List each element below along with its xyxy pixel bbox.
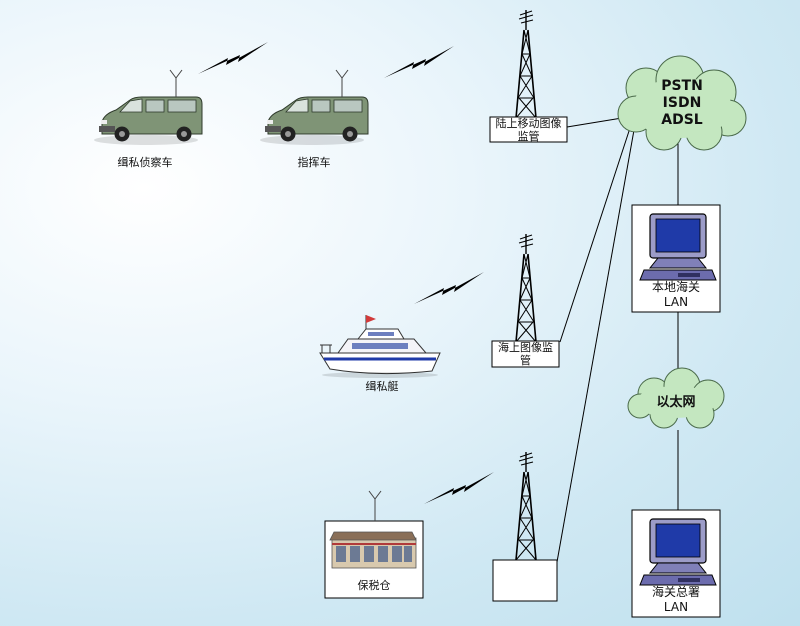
warehouse-tower-box bbox=[492, 559, 558, 602]
land-tower-label: 陆上移动图像监管 bbox=[495, 117, 562, 143]
sea-tower-label: 海上图像监管 bbox=[498, 341, 553, 367]
recon-van-icon bbox=[93, 69, 203, 146]
command-car-label: 指挥车 bbox=[297, 156, 331, 169]
warehouse-tower-icon bbox=[515, 451, 537, 561]
land-tower-icon bbox=[515, 9, 537, 119]
boat-label: 缉私艇 bbox=[365, 380, 399, 393]
pstn-line: PSTN bbox=[661, 78, 703, 94]
local-lan-type: LAN bbox=[663, 295, 689, 309]
hq-computer-icon bbox=[639, 518, 717, 586]
patrol-boat-icon bbox=[319, 315, 441, 378]
wireless-signal-icon bbox=[198, 42, 268, 74]
link-warehouse-tower-pstn bbox=[556, 129, 635, 563]
link-sea-tower-pstn bbox=[559, 127, 631, 343]
local-lan-name: 本地海关 bbox=[651, 280, 700, 294]
sea-tower-icon bbox=[515, 233, 537, 343]
pstn-cloud bbox=[617, 55, 747, 151]
link-land-tower-pstn bbox=[566, 117, 623, 128]
wireless-signal-icon bbox=[414, 272, 484, 304]
sea-tower-label-box bbox=[491, 340, 560, 368]
ethernet-label: 以太网 bbox=[656, 395, 696, 410]
warehouse-icon bbox=[329, 531, 417, 569]
adsl-line: ADSL bbox=[661, 112, 703, 128]
land-tower-label-box bbox=[489, 116, 568, 143]
recon-car-label: 缉私侦察车 bbox=[117, 156, 173, 169]
local-computer-icon bbox=[639, 213, 717, 281]
warehouse-label: 保税仓 bbox=[357, 579, 391, 592]
hq-lan-name: 海关总署 bbox=[651, 585, 700, 599]
pstn-cloud-text: PSTN ISDN ADSL bbox=[632, 78, 732, 129]
isdn-line: ISDN bbox=[662, 95, 702, 111]
hq-lan-type: LAN bbox=[663, 600, 689, 614]
wireless-signal-icon bbox=[424, 472, 494, 504]
wireless-signal-icon bbox=[384, 46, 454, 78]
local-lan-label: 本地海关 LAN bbox=[632, 280, 720, 310]
ethernet-cloud bbox=[627, 367, 725, 429]
warehouse-antenna-icon bbox=[368, 490, 382, 521]
hq-lan-label: 海关总署 LAN bbox=[632, 585, 720, 615]
command-van-icon bbox=[259, 69, 369, 146]
